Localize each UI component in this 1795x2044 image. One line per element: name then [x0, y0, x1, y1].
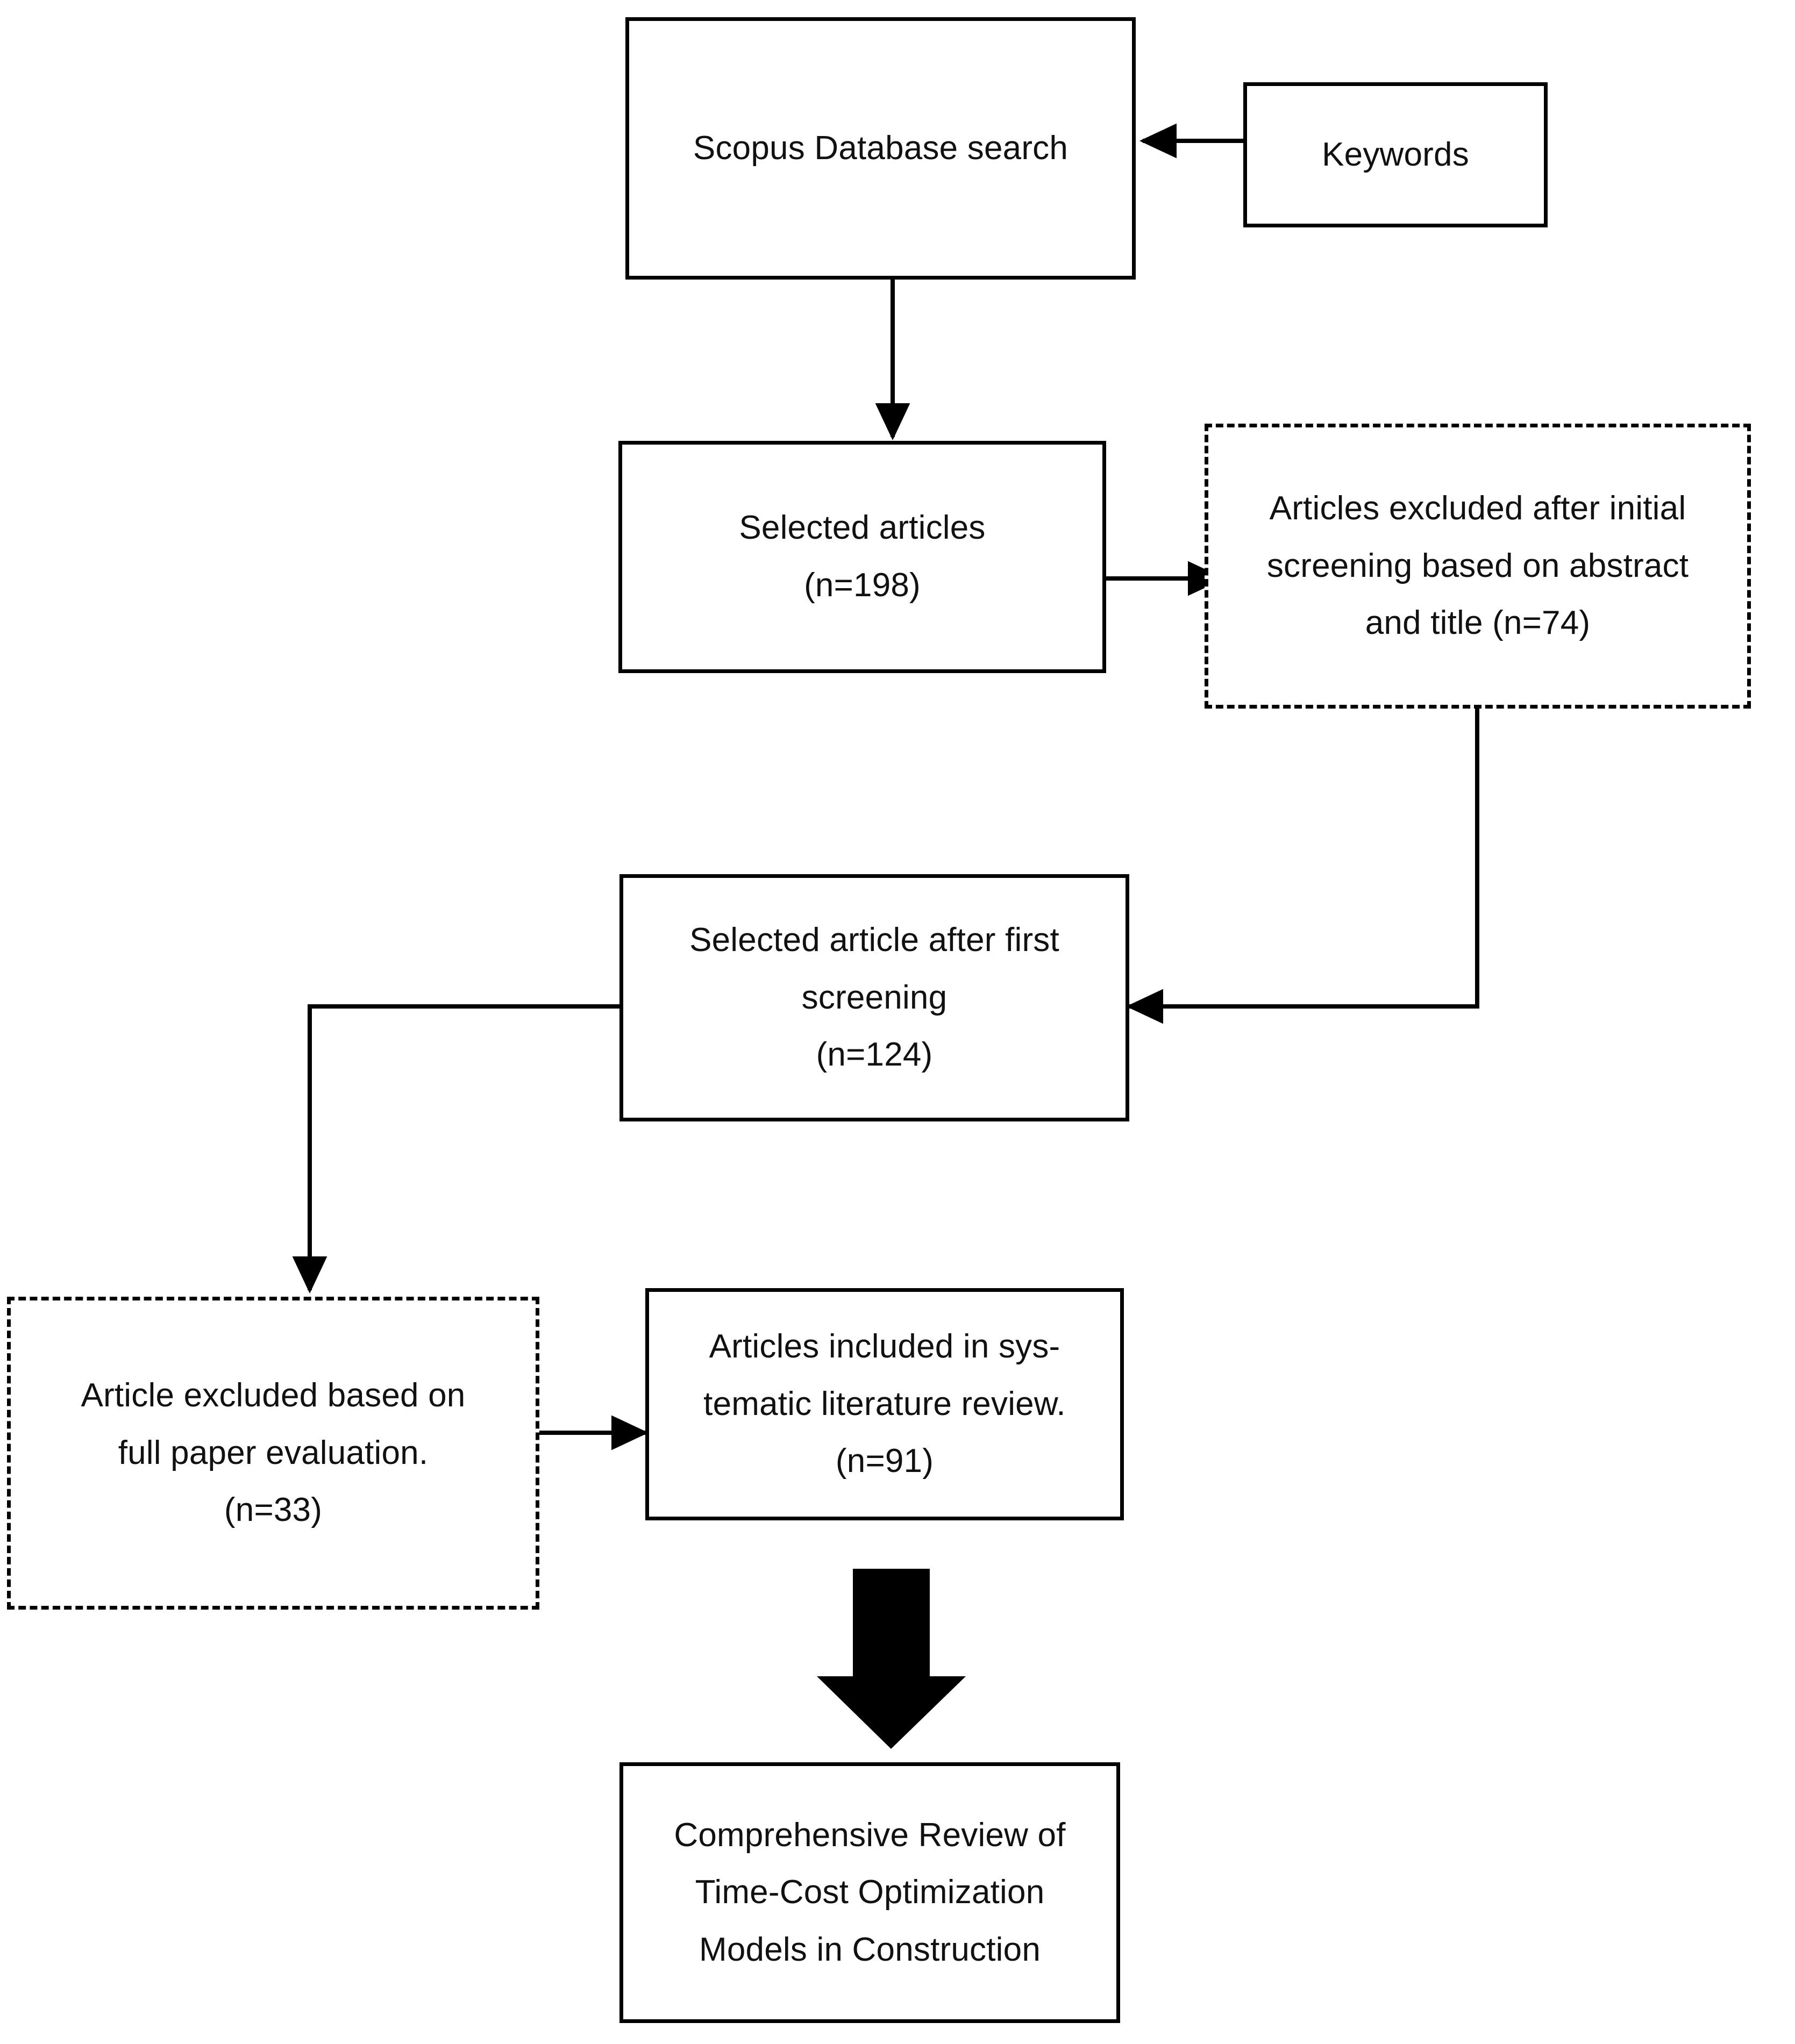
node-keywords[interactable]: Keywords [1243, 82, 1548, 227]
node-articles-included-systematic-review-line-2: (n=91) [835, 1442, 934, 1480]
node-selected-article-after-first-screening-line-1: screening [801, 978, 948, 1016]
edge-excluded-initial-to-selected-first [1126, 709, 1479, 1024]
edge-included-to-comprehensive-block-arrow [817, 1569, 966, 1749]
node-articles-included-systematic-review[interactable]: Articles included in sys- tematic litera… [645, 1288, 1124, 1520]
node-scopus-database-search[interactable]: Scopus Database search [625, 17, 1136, 280]
node-keywords-line-0: Keywords [1322, 135, 1469, 173]
node-articles-excluded-initial-screening-line-0: Articles excluded after initial [1269, 490, 1686, 527]
node-selected-article-after-first-screening-line-0: Selected article after first [689, 921, 1059, 959]
node-comprehensive-review-line-1: Time-Cost Optimization [695, 1874, 1045, 1911]
node-comprehensive-review-line-2: Models in Construction [699, 1931, 1041, 1968]
node-articles-excluded-initial-screening-line-2: and title (n=74) [1365, 604, 1591, 642]
node-article-excluded-full-paper-evaluation[interactable]: Article excluded based on full paper eva… [7, 1297, 539, 1610]
node-article-excluded-full-paper-evaluation-line-2: (n=33) [224, 1491, 323, 1529]
node-selected-articles-line-0: Selected articles [739, 509, 986, 547]
node-articles-included-systematic-review-line-1: tematic literature review. [703, 1385, 1066, 1423]
node-articles-excluded-initial-screening[interactable]: Articles excluded after initial screenin… [1205, 424, 1751, 709]
node-selected-article-after-first-screening-line-2: (n=124) [816, 1036, 933, 1074]
node-article-excluded-full-paper-evaluation-line-1: full paper evaluation. [118, 1434, 429, 1471]
edge-selected-first-to-excluded-full [292, 1004, 619, 1293]
node-selected-article-after-first-screening[interactable]: Selected article after first screening (… [619, 874, 1129, 1121]
node-scopus-database-search-line-0: Scopus Database search [693, 129, 1069, 167]
node-comprehensive-review-line-0: Comprehensive Review of [674, 1816, 1066, 1854]
node-selected-articles[interactable]: Selected articles (n=198) [618, 441, 1106, 673]
node-selected-articles-line-1: (n=198) [804, 567, 921, 604]
node-article-excluded-full-paper-evaluation-line-0: Article excluded based on [81, 1377, 466, 1414]
node-articles-included-systematic-review-line-0: Articles included in sys- [709, 1328, 1060, 1366]
node-articles-excluded-initial-screening-line-1: screening based on abstract [1266, 547, 1689, 584]
node-comprehensive-review[interactable]: Comprehensive Review of Time-Cost Optimi… [619, 1762, 1120, 2023]
